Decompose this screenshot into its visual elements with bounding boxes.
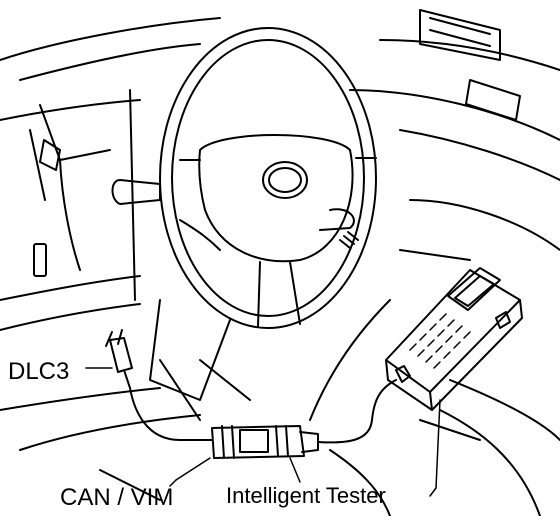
dlc3-label: DLC3: [8, 358, 70, 385]
intelligent-tester-device: [385, 267, 523, 489]
dashboard-outline: [0, 17, 560, 516]
steering-wheel: [159, 27, 377, 329]
label-leaders: [169, 457, 437, 497]
intelligent-tester-label: Intelligent Tester: [226, 483, 386, 508]
can-vim-module: [175, 425, 319, 481]
tester-keypad: [409, 313, 471, 369]
can-vim-label: CAN / VIM: [60, 484, 174, 511]
dashboard-vents: [33, 9, 521, 277]
dlc3-connector: [85, 329, 133, 389]
cable-vim-to-tester: [317, 379, 397, 444]
steering-column: [111, 179, 359, 401]
cable-dlc3-to-vim: [129, 387, 213, 441]
